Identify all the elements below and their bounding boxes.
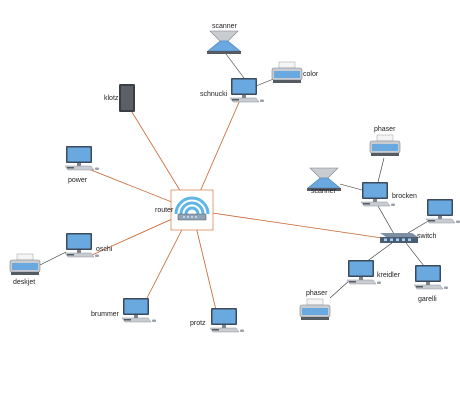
switch-garelli-link xyxy=(405,242,425,267)
workstation-icon xyxy=(229,77,265,103)
edge-node[interactable] xyxy=(425,198,460,224)
network-switch-icon xyxy=(380,233,418,243)
brocken-phaser1-link xyxy=(377,157,385,183)
protz-label: protz xyxy=(190,320,206,327)
power-node[interactable] xyxy=(64,145,100,171)
brocken-node[interactable] xyxy=(360,181,396,207)
workstation-icon xyxy=(64,232,100,258)
workstation-icon xyxy=(346,259,382,285)
oschi-deskjet-link xyxy=(37,251,67,267)
deskjet-node[interactable] xyxy=(9,253,41,276)
deskjet-label: deskjet xyxy=(13,279,36,286)
router-switch-link xyxy=(191,209,383,239)
kreidler-label: kreidler xyxy=(377,272,400,279)
scanner1-node[interactable] xyxy=(206,30,242,55)
kreidler-node[interactable] xyxy=(346,259,382,285)
phaser1-node[interactable] xyxy=(369,134,401,157)
protz-node[interactable] xyxy=(209,307,245,333)
wireless-router-icon xyxy=(174,196,210,221)
garelli-node[interactable] xyxy=(413,264,449,290)
schnucki-node[interactable] xyxy=(229,77,265,103)
workstation-icon xyxy=(360,181,396,207)
garelli-label: garelli xyxy=(418,296,437,303)
klotz-node[interactable] xyxy=(119,84,135,112)
schnucki-scanner1-link xyxy=(225,53,245,79)
printer-icon xyxy=(299,298,331,321)
switch-edge-link xyxy=(407,219,431,234)
printer-icon xyxy=(369,134,401,157)
phaser1-label: phaser xyxy=(374,126,396,133)
workstation-icon xyxy=(121,297,157,323)
phaser2-node[interactable] xyxy=(299,298,331,321)
switch-kreidler-link xyxy=(365,242,393,263)
router-label: router xyxy=(155,207,174,214)
oschi-node[interactable] xyxy=(64,232,100,258)
printer-icon xyxy=(9,253,41,276)
switch-label: switch xyxy=(417,233,437,240)
brummer-label: brummer xyxy=(91,311,120,318)
brummer-node[interactable] xyxy=(121,297,157,323)
flatbed-scanner-icon xyxy=(206,30,242,55)
schnucki-label: schnucki xyxy=(200,91,228,98)
switch-brocken-link xyxy=(377,205,395,235)
brocken-scanner2-link xyxy=(339,183,363,191)
power-label: power xyxy=(68,177,88,184)
printer-icon xyxy=(271,61,303,84)
workstation-icon xyxy=(64,145,100,171)
server-tower-icon xyxy=(119,84,135,112)
oschi-label: oschi xyxy=(96,246,113,253)
switch-node[interactable] xyxy=(380,233,418,243)
brocken-label: brocken xyxy=(392,193,417,200)
workstation-icon xyxy=(425,198,460,224)
workstation-icon xyxy=(413,264,449,290)
color-node[interactable] xyxy=(271,61,303,84)
kreidler-phaser2-link xyxy=(329,279,351,299)
color-label: color xyxy=(303,71,319,78)
workstation-icon xyxy=(209,307,245,333)
scanner2-label: scanner xyxy=(311,188,336,195)
klotz-label: klotz xyxy=(104,95,119,102)
scanner1-label: scanner xyxy=(212,23,237,30)
router-node[interactable] xyxy=(170,189,214,231)
phaser2-label: phaser xyxy=(306,290,328,297)
